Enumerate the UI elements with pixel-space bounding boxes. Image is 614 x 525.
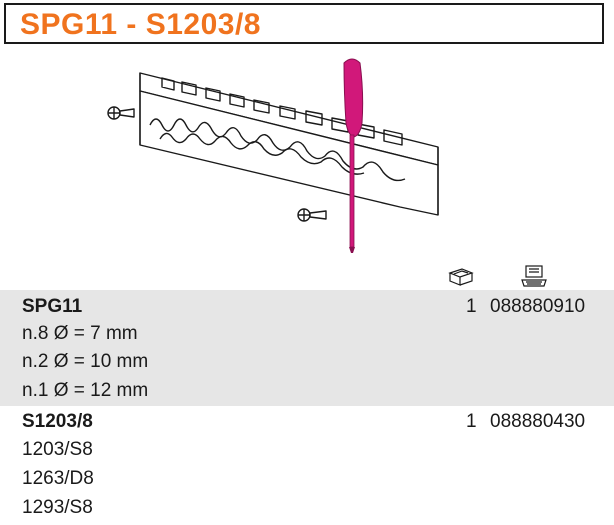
item-article: 088880910 [490, 296, 586, 317]
screwdriver [343, 58, 364, 253]
rack-holes [149, 118, 406, 182]
detail-row: 1203/S8 [0, 435, 614, 465]
item-detail: 1263/D8 [22, 468, 94, 489]
item-group-spg11: SPG11 1 088880910 n.8 Ø = 7 mm n.2 Ø = 1… [0, 290, 614, 406]
detail-row: 1293/S8 [0, 493, 614, 523]
item-code: S1203/8 [22, 411, 93, 432]
item-detail: 1293/S8 [22, 497, 93, 518]
detail-row: 1263/D8 [0, 464, 614, 494]
item-qty: 1 [466, 411, 477, 432]
package-box-icon [448, 268, 474, 286]
page-title: SPG11 - S1203/8 [20, 8, 261, 41]
rack-illustration [107, 58, 439, 253]
detail-row: n.1 Ø = 12 mm [0, 376, 614, 406]
item-article: 088880430 [490, 411, 586, 432]
item-qty: 1 [466, 296, 477, 317]
item-code: SPG11 [22, 296, 83, 317]
screw-right [297, 208, 327, 222]
item-detail: n.2 Ø = 10 mm [22, 351, 149, 372]
item-detail: n.8 Ø = 7 mm [22, 323, 138, 344]
detail-row: n.2 Ø = 10 mm [0, 347, 614, 377]
screw-left [107, 106, 135, 120]
item-row: SPG11 1 088880910 [0, 292, 614, 322]
item-row: S1203/8 1 088880430 [0, 407, 614, 437]
item-detail: 1203/S8 [22, 439, 93, 460]
item-detail: n.1 Ø = 12 mm [22, 380, 149, 401]
detail-row: n.8 Ø = 7 mm [0, 319, 614, 349]
title-box: SPG11 - S1203/8 [4, 3, 604, 44]
computer-terminal-icon [521, 265, 547, 287]
item-group-s1203-8: S1203/8 1 088880430 1203/S8 1263/D8 1293… [0, 406, 614, 525]
